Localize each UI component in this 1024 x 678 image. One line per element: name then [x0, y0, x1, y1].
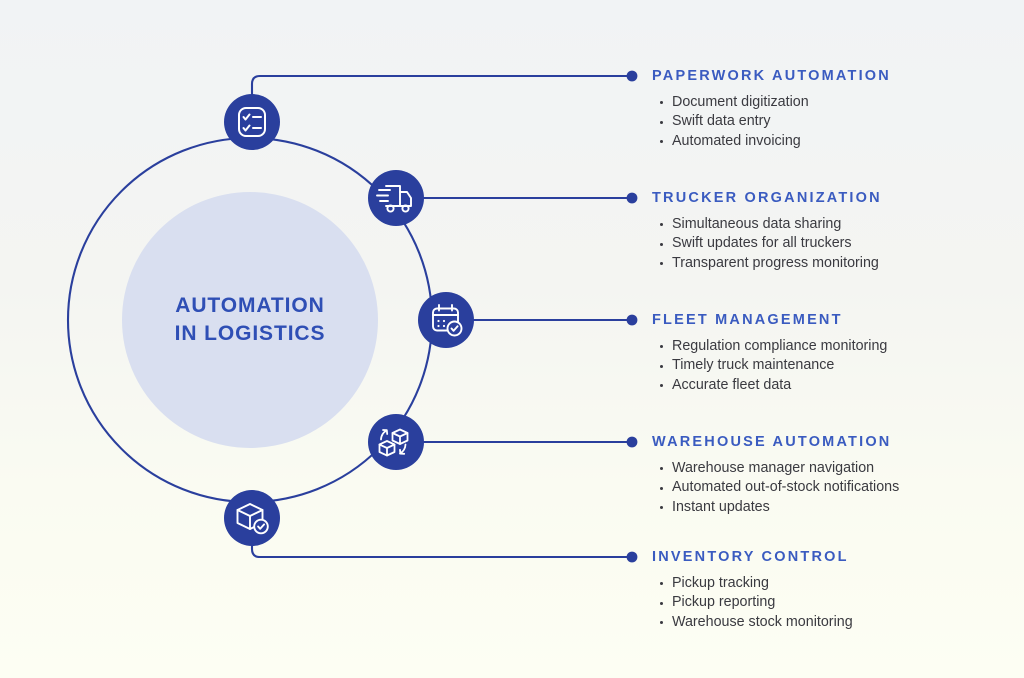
list-item: Document digitization: [660, 93, 1024, 113]
checklist-icon-badge: [224, 94, 280, 150]
section-heading-fleet-management: FLEET MANAGEMENT: [652, 312, 843, 328]
calendar-check-icon-badge: [418, 292, 474, 348]
section-heading-warehouse-automation: WAREHOUSE AUTOMATION: [652, 434, 892, 450]
section-heading-paperwork-automation: PAPERWORK AUTOMATION: [652, 68, 891, 84]
list-item: Swift updates for all truckers: [660, 234, 1024, 254]
delivery-truck-icon: [376, 185, 412, 213]
box-check-icon: [236, 503, 269, 535]
list-item: Accurate fleet data: [660, 376, 1024, 396]
checklist-icon: [238, 107, 266, 137]
list-item: Automated out-of-stock notifications: [660, 478, 1024, 498]
section-trucker-organization: TRUCKER ORGANIZATION Simultaneous data s…: [626, 191, 1024, 273]
list-item: Timely truck maintenance: [660, 356, 1024, 376]
connector-dot-warehouse: [626, 436, 638, 448]
section-heading-trucker-organization: TRUCKER ORGANIZATION: [652, 190, 882, 206]
section-items-inventory-control: Pickup tracking Pickup reporting Warehou…: [626, 574, 1024, 633]
section-items-warehouse-automation: Warehouse manager navigation Automated o…: [626, 459, 1024, 518]
node-paperwork-automation[interactable]: [224, 94, 280, 150]
node-trucker-organization[interactable]: [368, 170, 424, 226]
boxes-cycle-icon: [378, 428, 409, 457]
list-item: Pickup reporting: [660, 593, 1024, 613]
node-inventory-control[interactable]: [224, 490, 280, 546]
list-item: Warehouse stock monitoring: [660, 613, 1024, 633]
section-inventory-control: INVENTORY CONTROL Pickup tracking Pickup…: [626, 550, 1024, 632]
section-items-trucker-organization: Simultaneous data sharing Swift updates …: [626, 215, 1024, 274]
list-item: Pickup tracking: [660, 574, 1024, 594]
connector-dot-trucker: [626, 192, 638, 204]
connector-dot-paperwork: [626, 70, 638, 82]
sections-list: PAPERWORK AUTOMATION Document digitizati…: [626, 0, 1024, 678]
connector-dot-inventory: [626, 551, 638, 563]
connector-paperwork: [250, 74, 629, 124]
list-item: Simultaneous data sharing: [660, 215, 1024, 235]
list-item: Warehouse manager navigation: [660, 459, 1024, 479]
section-heading-inventory-control: INVENTORY CONTROL: [652, 549, 849, 565]
connector-dot-fleet: [626, 314, 638, 326]
section-items-paperwork-automation: Document digitization Swift data entry A…: [626, 93, 1024, 152]
list-item: Transparent progress monitoring: [660, 254, 1024, 274]
inner-disc: [122, 192, 378, 448]
list-item: Regulation compliance monitoring: [660, 337, 1024, 357]
section-fleet-management: FLEET MANAGEMENT Regulation compliance m…: [626, 313, 1024, 395]
delivery-truck-icon-badge: [368, 170, 424, 226]
connector-inventory: [250, 516, 629, 559]
list-item: Swift data entry: [660, 112, 1024, 132]
list-item: Instant updates: [660, 498, 1024, 518]
section-items-fleet-management: Regulation compliance monitoring Timely …: [626, 337, 1024, 396]
box-check-icon-badge: [224, 490, 280, 546]
calendar-check-icon: [432, 304, 463, 337]
section-warehouse-automation: WAREHOUSE AUTOMATION Warehouse manager n…: [626, 435, 1024, 517]
node-fleet-management[interactable]: [418, 292, 474, 348]
section-paperwork-automation: PAPERWORK AUTOMATION Document digitizati…: [626, 69, 1024, 151]
list-item: Automated invoicing: [660, 132, 1024, 152]
node-warehouse-automation[interactable]: [368, 414, 424, 470]
